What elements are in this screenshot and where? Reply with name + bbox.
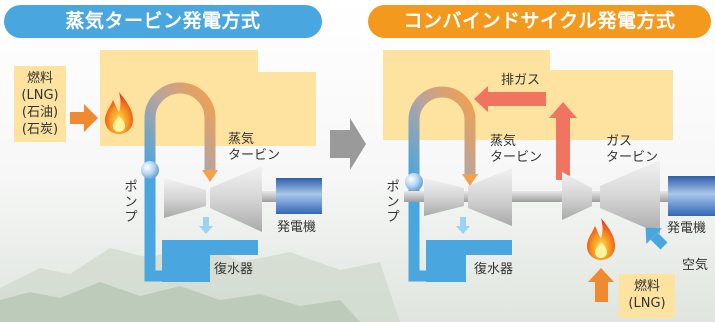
fuel-arrow <box>70 104 98 132</box>
condenser <box>426 240 512 282</box>
flame-icon <box>587 218 615 260</box>
fuel-line: 燃料 <box>633 279 660 294</box>
steam-turbine-icon <box>424 168 512 226</box>
right-diagram <box>383 50 715 302</box>
generator-label-left: 発電機 <box>277 220 317 235</box>
title-steam-turbine: 蒸気タービン発電方式 <box>4 5 322 38</box>
steam-turbine-label-left: 蒸気 タービン <box>228 132 280 164</box>
exhaust-gas-label: 排ガス <box>501 73 541 88</box>
gas-turbine-label: ガス タービン <box>606 134 658 166</box>
generator-icon <box>276 178 322 214</box>
turbine-icon <box>164 166 276 232</box>
pump-label-left: ポンプ <box>124 180 138 225</box>
steam-turbine-line2: タービン <box>490 150 543 165</box>
fuel-line: (LNG) <box>21 88 59 103</box>
fuel-label-right: 燃料 (LNG) <box>619 274 675 318</box>
condensate-arrow <box>456 217 470 234</box>
air-label: 空気 <box>682 258 709 273</box>
generator-icon <box>668 176 715 216</box>
air-arrow <box>645 227 668 250</box>
gas-turbine-line2: タービン <box>606 150 659 165</box>
exhaust-up-arrow <box>549 102 577 180</box>
steam-turbine-label-right: 蒸気 タービン <box>490 134 542 166</box>
condenser-label-left: 復水器 <box>214 262 254 277</box>
steam-turbine-line1: 蒸気 <box>490 134 517 149</box>
exhaust-arrow <box>474 86 546 112</box>
fuel-line: (石油) <box>21 105 59 120</box>
pump-ball-icon <box>405 173 423 191</box>
condensate-arrow <box>199 217 213 234</box>
steam-turbine-line1: 蒸気 <box>228 132 255 147</box>
gas-turbine-line1: ガス <box>606 134 633 149</box>
fuel-line: 燃料 <box>26 71 53 86</box>
pump-ball-icon <box>141 161 159 179</box>
fuel-line: (LNG) <box>628 296 666 311</box>
transition-arrow <box>330 118 366 170</box>
fuel-line: (石炭) <box>21 122 59 137</box>
flame-icon <box>105 92 133 134</box>
gas-turbine-icon <box>562 160 660 234</box>
generator-label-right: 発電機 <box>667 221 707 236</box>
steam-turbine-line2: タービン <box>228 148 281 163</box>
fuel-arrow <box>588 268 614 302</box>
title-combined-cycle: コンバインドサイクル発電方式 <box>368 5 711 38</box>
condenser-label-right: 復水器 <box>474 262 514 277</box>
left-diagram <box>70 50 322 282</box>
pump-label-right: ポンプ <box>386 180 400 225</box>
condenser <box>162 240 258 282</box>
fuel-label-left: 燃料 (LNG) (石油) (石炭) <box>14 66 66 142</box>
